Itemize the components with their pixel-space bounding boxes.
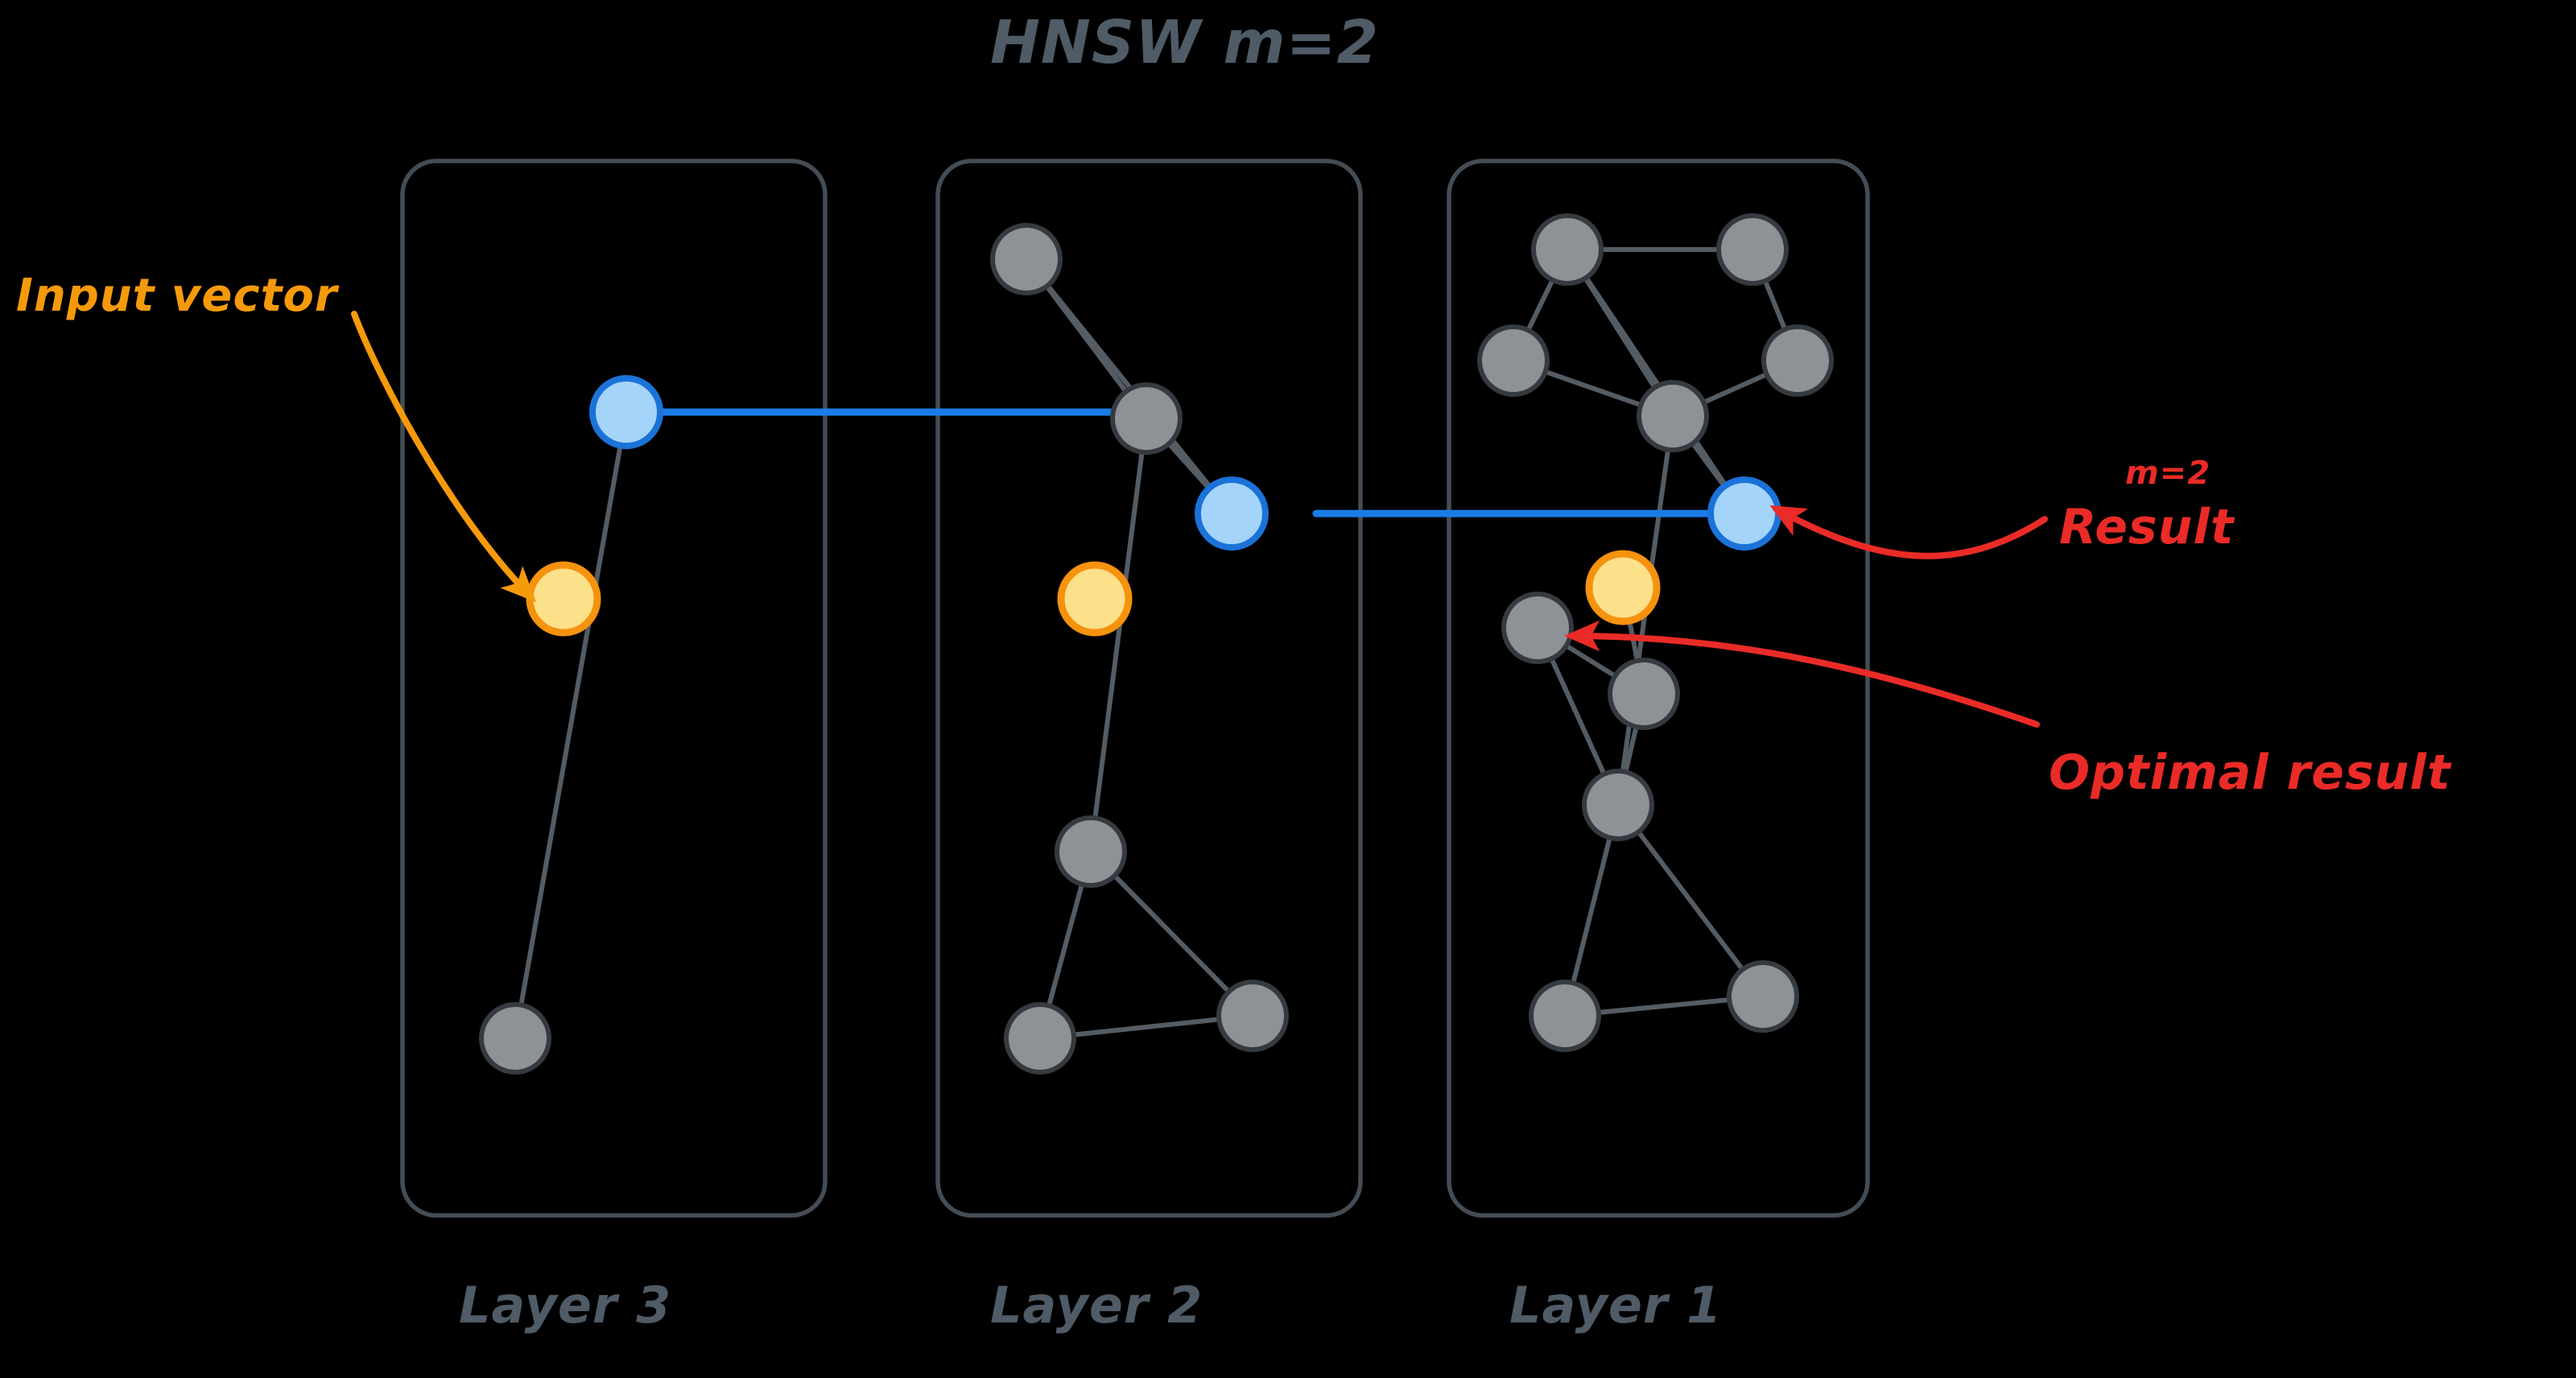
layer-label-layer2: Layer 2	[990, 1276, 1203, 1335]
annotation-input-vector: Input vector	[16, 270, 338, 322]
graph-edge	[1563, 802, 1620, 1018]
graph-node-gray	[1110, 382, 1183, 455]
graph-node-gray	[1761, 324, 1834, 397]
layer-label-layer1: Layer 1	[1509, 1276, 1723, 1335]
graph-node-gray	[1055, 815, 1127, 888]
graph-node-gray	[1582, 769, 1654, 841]
graph-node-gray	[1216, 980, 1289, 1052]
graph-edge	[1088, 416, 1149, 854]
graph-edge	[1616, 802, 1765, 999]
graph-nodes	[479, 213, 1834, 1075]
graph-node-gray	[1637, 380, 1709, 452]
graph-node-gray	[1529, 980, 1601, 1052]
callout-arrows	[351, 311, 2048, 728]
callout-arrow-result	[1769, 505, 2048, 559]
layer-panel-layer2	[935, 159, 1363, 1218]
cross-layer-links	[656, 408, 1715, 518]
layer-panel-layer3	[400, 159, 828, 1218]
annotation-optimal-result: Optimal result	[2049, 745, 2451, 801]
graph-node-gray	[1501, 592, 1574, 664]
graph-node-yellow	[1057, 561, 1133, 637]
graph-node-gray	[1727, 960, 1799, 1033]
callout-arrow-optimal	[1564, 620, 2040, 728]
graph-node-blue	[589, 375, 663, 449]
graph-node-gray	[1477, 324, 1550, 397]
graph-node-gray	[1531, 213, 1604, 286]
annotation-result: Result	[2059, 499, 2235, 555]
graph-edge	[513, 410, 629, 1041]
graph-edges	[513, 247, 1800, 1041]
callout-arrow-input-vector	[351, 311, 537, 603]
graph-node-gray	[479, 1002, 551, 1075]
page-title: HNSW m=2	[990, 8, 1380, 77]
annotation-m-equals-2: m=2	[2125, 455, 2211, 492]
layer-panels	[400, 159, 1870, 1218]
graph-edge	[1024, 257, 1234, 516]
graph-node-gray	[1608, 658, 1680, 730]
graph-edge	[1088, 849, 1255, 1018]
graph-node-gray	[1004, 1002, 1076, 1075]
graph-node-blue	[1195, 477, 1269, 551]
graph-node-gray	[990, 223, 1063, 295]
graph-node-yellow	[1585, 550, 1661, 625]
graph-node-yellow	[526, 561, 601, 637]
graph-node-blue	[1707, 477, 1781, 551]
layer-label-layer3: Layer 3	[459, 1276, 672, 1335]
graph-node-gray	[1716, 213, 1789, 286]
layer-panel-layer1	[1447, 159, 1870, 1218]
